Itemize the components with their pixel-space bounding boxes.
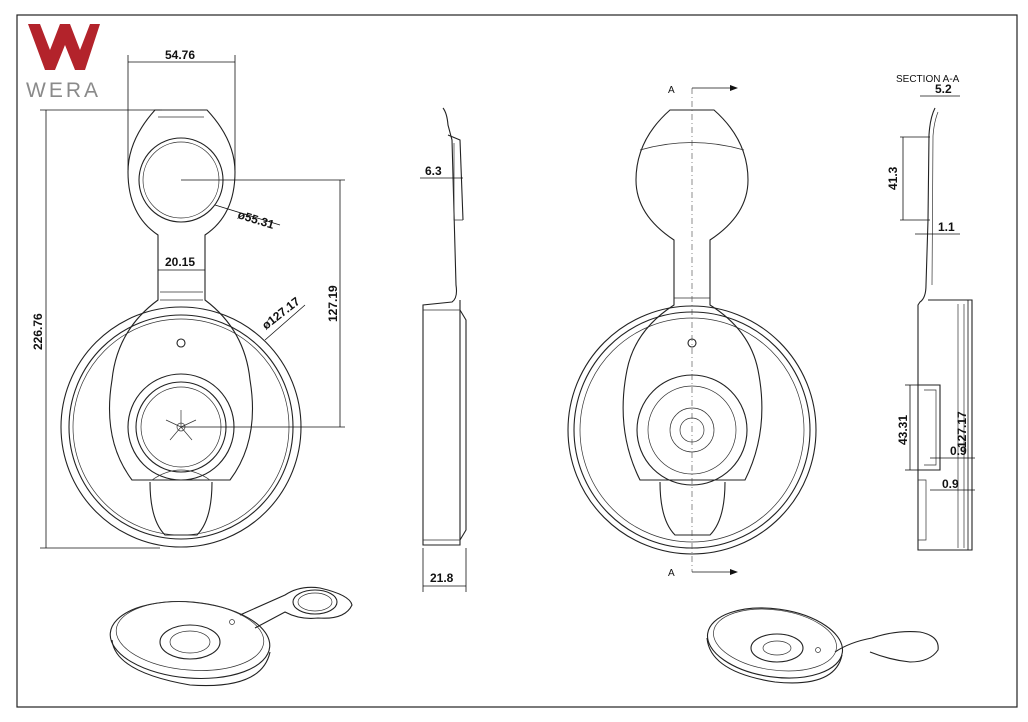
dim-section-cup-height: 43.31 xyxy=(896,415,910,445)
back-view: A A xyxy=(567,85,817,579)
side-view xyxy=(422,107,467,546)
dim-section-gap-1: 0.9 xyxy=(950,444,967,458)
section-view-dimensions: 5.2 41.3 1.1 43.31 127.17 0.9 0.9 xyxy=(886,82,975,550)
dim-lid-diameter: ø127.17 xyxy=(259,294,303,332)
dim-section-gap-2: 0.9 xyxy=(942,477,959,491)
isometric-view-right xyxy=(706,607,939,684)
dim-side-total-height: 21.8 xyxy=(430,571,454,585)
front-view-dimensions: 54.76 ø55.31 20.15 ø127.17 127.19 226.76 xyxy=(31,48,345,549)
dim-section-top: 5.2 xyxy=(935,82,952,96)
section-title: SECTION A-A xyxy=(896,74,960,85)
wera-logo-text: WERA xyxy=(26,79,101,102)
isometric-view-left xyxy=(109,586,353,687)
side-view-dimensions: 6.3 21.8 xyxy=(420,164,467,592)
dim-hole-to-center: 127.19 xyxy=(326,285,340,322)
cut-label-top: A xyxy=(668,85,675,96)
section-view: SECTION A-A xyxy=(896,74,973,551)
dim-ring-diameter: ø55.31 xyxy=(236,207,276,231)
dim-front-width: 54.76 xyxy=(165,48,195,62)
dim-overall-length: 226.76 xyxy=(31,313,45,350)
dim-section-lid-diameter: 127.17 xyxy=(955,411,969,448)
dim-side-tab-thickness: 6.3 xyxy=(425,164,442,178)
cut-label-bottom: A xyxy=(668,568,675,579)
wera-logo-mark xyxy=(28,24,100,70)
wera-logo: WERA xyxy=(26,24,101,102)
drawing-frame xyxy=(16,14,1018,708)
dim-section-stem-len: 41.3 xyxy=(886,166,900,190)
front-view xyxy=(60,109,302,548)
dim-stem-width: 20.15 xyxy=(165,255,195,269)
dim-section-wall: 1.1 xyxy=(938,220,955,234)
